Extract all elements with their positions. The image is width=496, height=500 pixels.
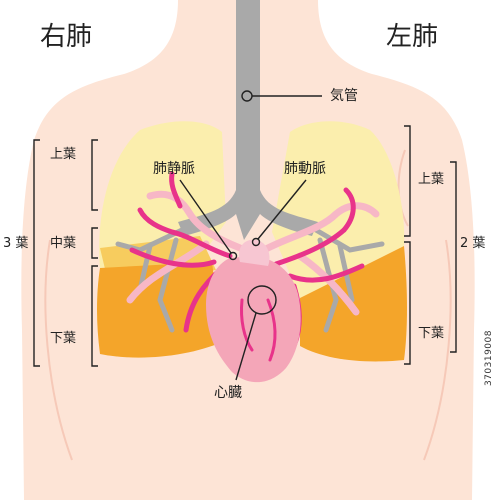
pulmonary-artery-label: 肺動脈: [284, 161, 326, 177]
bronchial-tree: [115, 227, 385, 333]
aorta: [238, 239, 270, 266]
left-lobe-count-label: 2 葉: [460, 236, 486, 251]
heart-leader: [235, 312, 257, 381]
right-middle-lobe-label: 中葉: [50, 236, 77, 251]
heart: [206, 256, 301, 383]
heart-vessels: [240, 298, 277, 362]
arm-crease-right: [423, 239, 452, 461]
left-lung-brackets: [404, 125, 457, 365]
right-lung-brackets: [33, 139, 98, 367]
left-lung-title: 左肺: [386, 22, 439, 52]
right-lung-lower-lobe: [97, 262, 222, 358]
right-lobe-count-label: 3 葉: [3, 236, 29, 251]
pulmonary-vein-label: 肺静脈: [153, 161, 195, 177]
chest-curve-right: [397, 149, 409, 227]
left-lower-lobe-label: 下葉: [418, 326, 445, 341]
heart-marker: [247, 285, 277, 315]
stock-id: 370319008: [484, 330, 494, 387]
right-lower-lobe-label: 下葉: [50, 331, 77, 346]
right-upper-lobe-label: 上葉: [50, 147, 77, 162]
trachea-label: 気管: [330, 88, 358, 104]
artery-marker: [251, 237, 261, 247]
heart-label: 心臓: [214, 385, 242, 401]
trachea: [178, 0, 318, 240]
left-upper-lobe-label: 上葉: [418, 172, 445, 187]
arm-crease-left: [44, 239, 73, 461]
vein-leader: [179, 179, 232, 254]
artery-leader: [257, 179, 307, 240]
vein-marker: [228, 251, 238, 261]
right-lung-title: 右肺: [40, 22, 93, 52]
